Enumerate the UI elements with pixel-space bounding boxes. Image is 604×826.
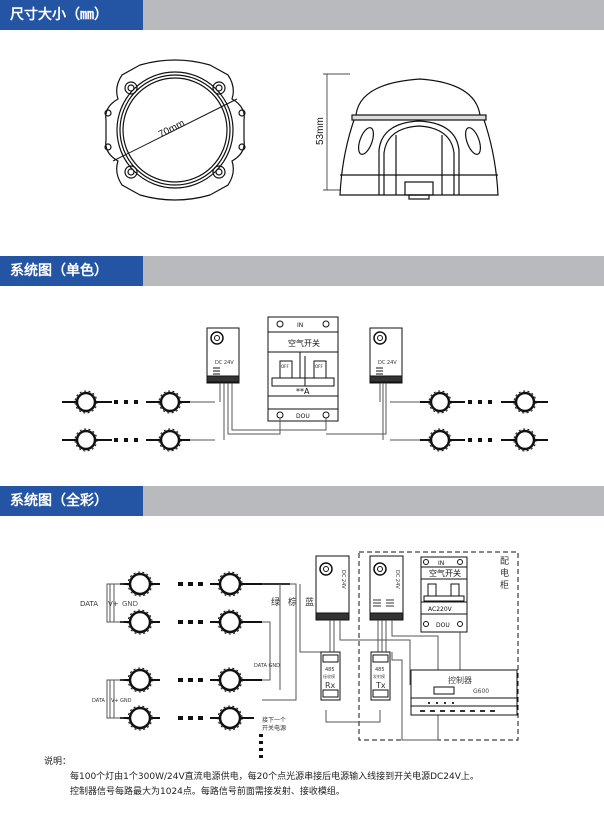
breaker-name-full: 空气开关 [429,568,461,578]
psu1-label: DC 24V [340,570,346,589]
next-switch-label-1: 接下一个 [262,716,286,724]
side-view-drawing [323,73,499,200]
rx-name: 接收模 [323,673,335,679]
gnd-label-2: GND [120,698,132,704]
breaker-out-label: DOU [296,413,310,420]
height-label: 53mm [315,117,326,145]
next-switch-label-2: 开关电源 [262,724,286,732]
psu2-label: DC 24V [394,570,400,589]
section-header-full: 系统图（全彩） [0,486,604,516]
top-view-drawing [104,59,246,201]
gnd-label-1: GND [122,600,138,608]
breaker-rating: **A [296,387,310,396]
air-switch-full [420,556,468,633]
cabinet-label-1: 配 [500,556,509,567]
tx-number: 485 [375,667,385,673]
power-supply-left [206,327,240,384]
breaker-off-left: OFF [281,364,289,369]
rx-number: 485 [325,667,335,673]
cabinet-label-2: 电 [500,567,509,579]
section-header-size: 尺寸大小（㎜） [0,0,604,30]
psu-label-left: DC 24V [215,360,234,366]
section-header-mono: 系统图（单色） [0,256,604,286]
vplus-label-1: V+ [108,600,119,608]
notes-line-1: 每100个灯由1个300W/24V直流电源供电，每20个点光源串接后电源输入线接… [70,772,479,782]
rx-code: Rx [325,681,336,690]
section-title-mono: 系统图（单色） [0,256,143,286]
breaker-name: 空气开关 [288,338,320,348]
data-label-1: DATA [80,600,98,608]
data-gnd-label: DATA GND [254,663,280,669]
section-title-full: 系统图（全彩） [0,486,143,516]
data-label-2: DATA [92,698,105,704]
mono-wiring [190,383,420,441]
full-wiring [262,583,461,741]
section-title-size: 尺寸大小（㎜） [0,0,143,30]
dimension-drawings: 70mm 53mm [104,59,499,201]
wire-green-label: 绿 [271,596,280,608]
controller-name: 控制器 [448,675,472,685]
wire-brown-label: 棕 [288,596,297,608]
mono-system-diagram: DC 24V DC 24V IN 空气开关 OFF OFF **A DOU [62,316,548,453]
led-chain-mono-right [420,389,548,453]
psu-label-right: DC 24V [378,360,397,366]
controller-model: G600 [473,688,489,695]
led-chain-full-1 [106,570,290,636]
vplus-label-2: V+ [111,698,119,704]
air-switch-mono [267,316,339,422]
led-chain-full-2 [106,666,262,732]
notes-heading: 说明： [44,757,72,767]
notes: 说明： 每100个灯由1个300W/24V直流电源供电，每20个点光源串接后电源… [44,755,479,800]
breaker-out-label-full: DOU [436,622,450,629]
breaker-in-label: IN [297,322,303,329]
full-color-system-diagram: 配 电 柜 DC 24V DC 24V IN 空气开关 AC220V DOU D… [80,551,519,758]
led-chain-mono-left [62,389,190,453]
tx-name: 发射模 [373,673,385,679]
wire-blue-label: 蓝 [305,596,314,608]
continuation-dots [259,734,263,758]
tx-code: Tx [375,681,386,690]
controller-g600 [410,669,518,716]
power-supply-right [369,327,403,384]
notes-line-2: 控制器信号每路最大为1024点。每路信号前面需接发射、接收模组。 [70,787,345,797]
breaker-voltage: AC220V [428,606,453,613]
cabinet-label-3: 柜 [500,579,509,591]
power-supply-2 [369,555,404,621]
diameter-label: 70mm [157,118,187,140]
breaker-off-right: OFF [315,364,323,369]
breaker-in-label-full: IN [438,560,444,567]
